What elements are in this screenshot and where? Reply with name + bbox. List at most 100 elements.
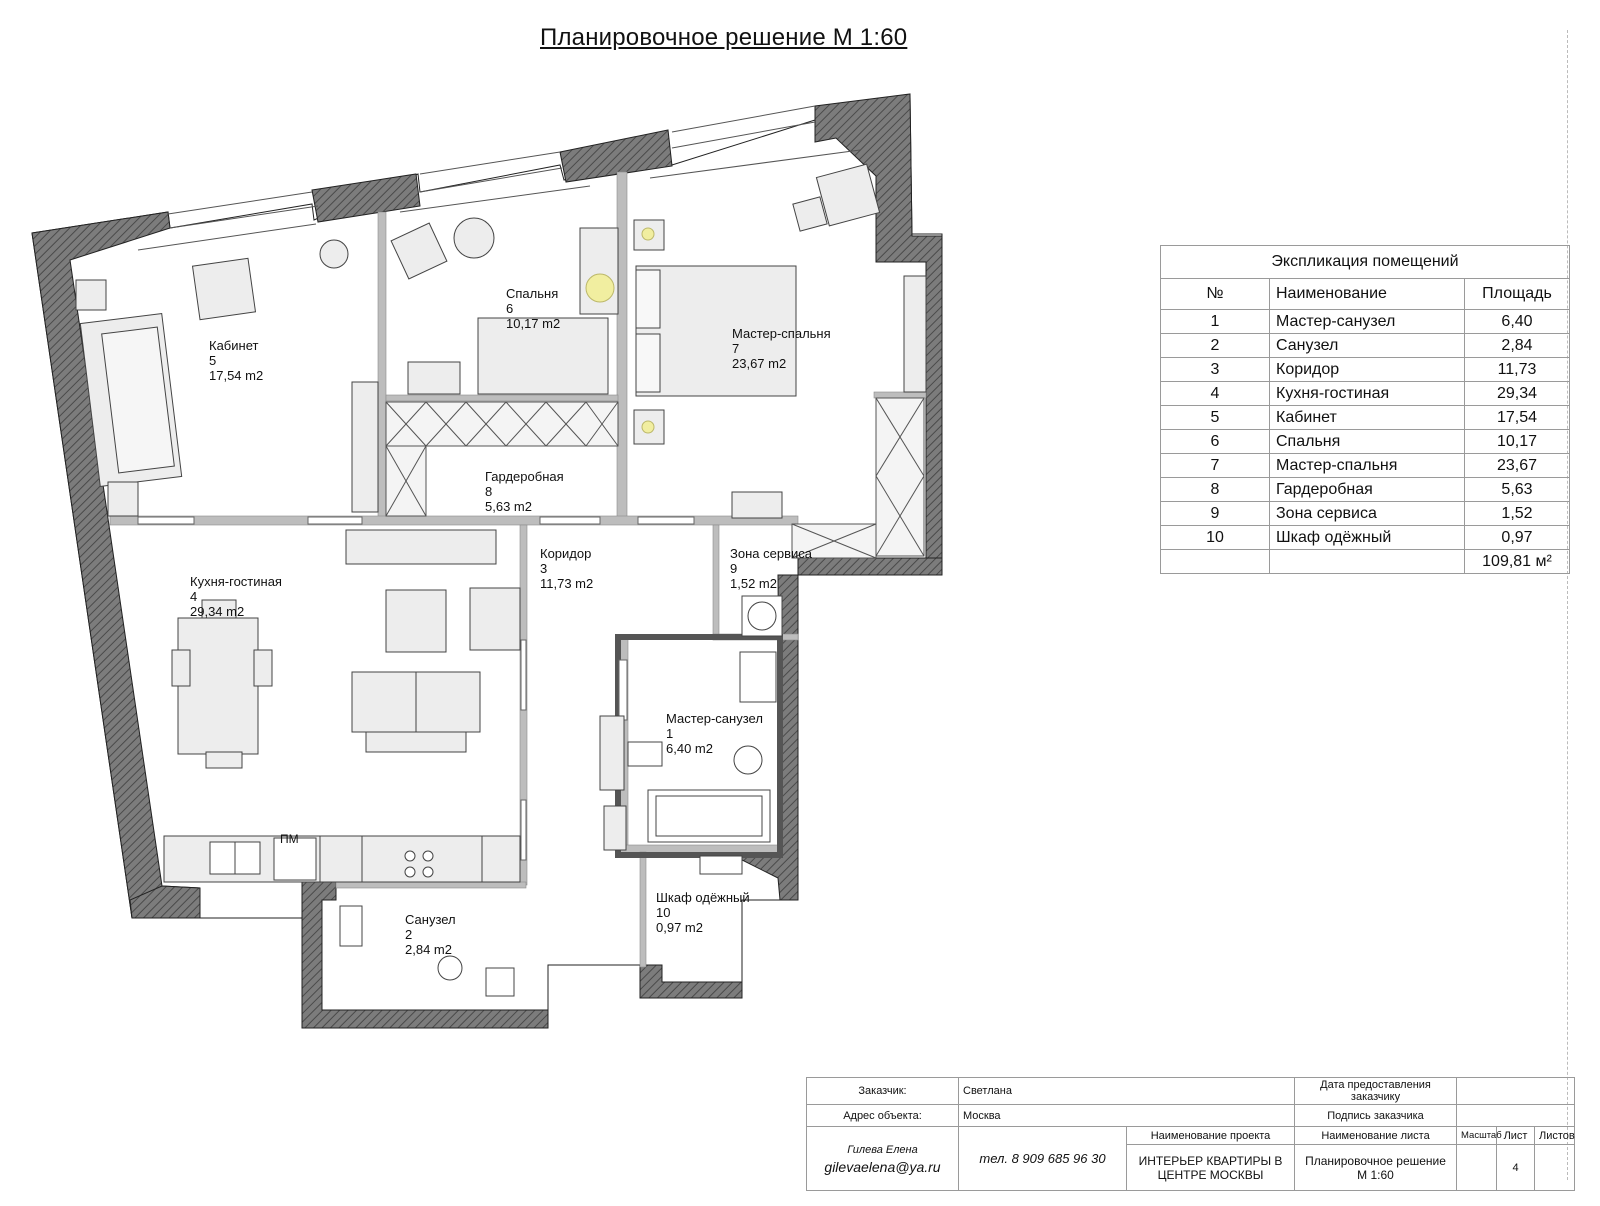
wall-north-pier-1 <box>311 173 421 223</box>
project-name-label: Наименование проекта <box>1125 1126 1296 1145</box>
room-number: 8 <box>485 484 492 499</box>
wall-bath2-top <box>335 881 527 889</box>
explication-name: Кухня-гостиная <box>1269 381 1465 406</box>
project-name: ИНТЕРЬЕР КВАРТИРЫ В ЦЕНТРЕ МОСКВЫ <box>1125 1144 1296 1191</box>
pm-label: ПМ <box>280 832 299 846</box>
hob-1 <box>404 850 416 862</box>
ottoman-corridor-1 <box>599 715 625 791</box>
explication-name: Мастер-спальня <box>1269 453 1465 478</box>
lamp-master-1 <box>641 227 655 241</box>
room-number: 9 <box>730 561 737 576</box>
chair-2 <box>253 649 273 687</box>
room-area: 2,84 m2 <box>405 942 452 957</box>
author-phone: тел. 8 909 685 96 30 <box>958 1126 1127 1191</box>
sheets-label: Листов <box>1534 1126 1576 1145</box>
explication-name: Коридор <box>1269 357 1465 382</box>
door-cabinet-2 <box>307 516 363 525</box>
explication-num: 6 <box>1160 429 1270 454</box>
explication-area: 0,97 <box>1464 525 1570 550</box>
closet-shelf <box>699 855 743 875</box>
author-cell: Гилева Елена gilevaelena@ya.ru <box>806 1126 959 1191</box>
side-table-cabinet <box>75 279 107 311</box>
armchair-master <box>815 163 881 227</box>
chair-4 <box>205 751 243 769</box>
window-sill-1 <box>137 223 317 251</box>
door-openings <box>137 516 695 861</box>
address-value: Москва <box>957 1104 1296 1127</box>
date-value <box>1456 1077 1576 1105</box>
pillow-master-2 <box>635 333 661 393</box>
explication-num: 5 <box>1160 405 1270 430</box>
explication-title: Экспликация помещений <box>1160 245 1570 279</box>
explication-num: 8 <box>1160 477 1270 502</box>
explication-name: Кабинет <box>1269 405 1465 430</box>
explication-area: 1,52 <box>1464 501 1570 526</box>
explication-table: Экспликация помещений № Наименование Пло… <box>1160 245 1570 574</box>
signature-label: Подпись заказчика <box>1294 1104 1458 1127</box>
wardrobe-master <box>875 397 925 557</box>
explication-num: 10 <box>1160 525 1270 550</box>
sheet-label: Лист <box>1496 1126 1536 1145</box>
room-name: Кабинет <box>209 338 258 353</box>
bathtub-inner <box>655 795 763 837</box>
room-number: 6 <box>506 301 513 316</box>
explication-num: 3 <box>1160 357 1270 382</box>
door-kitchen-slide <box>520 639 527 711</box>
room-name: Спальня <box>506 286 558 301</box>
drawing-title: Планировочное решение М 1:60 <box>540 24 908 51</box>
room-name: Мастер-спальня <box>732 326 831 341</box>
hob-3 <box>404 866 416 878</box>
pillow-master-1 <box>635 269 661 329</box>
window-2b <box>419 167 563 193</box>
window-3b <box>671 121 816 149</box>
dining-table <box>177 617 259 755</box>
wardrobe-row <box>385 401 619 447</box>
bench-bedroom <box>407 361 461 395</box>
room-number: 3 <box>540 561 547 576</box>
window-2 <box>419 151 561 175</box>
tv-console <box>345 529 497 565</box>
door-bath1 <box>618 659 628 721</box>
explication-area: 10,17 <box>1464 429 1570 454</box>
room-area: 5,63 m2 <box>485 499 532 514</box>
sheets-value <box>1534 1144 1576 1191</box>
explication-num: 9 <box>1160 501 1270 526</box>
wall-north-east <box>814 93 943 576</box>
author-name: Гилева Елена <box>847 1143 918 1156</box>
date-label: Дата предоставления заказчику <box>1294 1077 1458 1105</box>
explication-area: 11,73 <box>1464 357 1570 382</box>
room-area: 0,97 m2 <box>656 920 703 935</box>
header-number: № <box>1160 278 1270 310</box>
window-sill-2 <box>399 185 591 213</box>
room-name: Гардеробная <box>485 469 564 484</box>
wall-bedroom-master <box>616 171 628 518</box>
explication-num: 1 <box>1160 309 1270 334</box>
room-area: 11,73 m2 <box>540 576 593 591</box>
room-area: 29,34 m2 <box>190 604 244 619</box>
client-value: Светлана <box>957 1077 1296 1105</box>
wall-north-pier-2 <box>559 129 673 183</box>
room-name: Коридор <box>540 546 591 561</box>
wardrobes <box>385 397 925 559</box>
bed-bedroom <box>477 317 609 395</box>
explication-name: Мастер-санузел <box>1269 309 1465 334</box>
title-block: Заказчик: Светлана Дата предоставления з… <box>806 1077 1576 1191</box>
stool-master <box>792 196 828 232</box>
toilet-master <box>733 745 763 775</box>
coffee-table <box>385 589 447 653</box>
dishwasher <box>273 837 317 881</box>
nightstand-cabinet <box>107 481 139 517</box>
explication-area: 23,67 <box>1464 453 1570 478</box>
round-table-bedroom <box>453 217 495 259</box>
room-number: 5 <box>209 353 216 368</box>
